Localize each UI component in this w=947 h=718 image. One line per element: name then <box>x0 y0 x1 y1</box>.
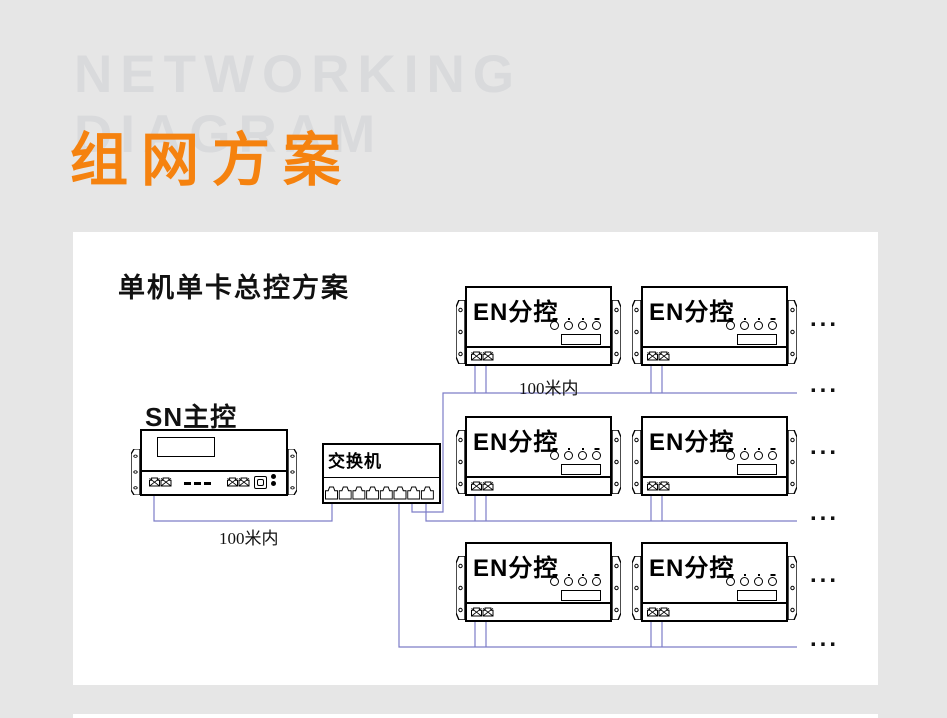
led-indicators-icon <box>726 321 777 330</box>
en-port-strip <box>465 602 612 622</box>
rj45-ports-icon <box>471 351 494 361</box>
next-panel-edge <box>73 714 878 718</box>
mounting-bracket-icon <box>456 300 465 364</box>
rj45-ports-icon <box>471 607 494 617</box>
en-port-strip <box>641 346 788 366</box>
display-window <box>561 464 601 475</box>
en-body: EN分控 <box>641 286 788 350</box>
switch-ports-icon <box>325 486 434 500</box>
mounting-bracket-icon <box>456 430 465 494</box>
en-body: EN分控 <box>465 542 612 606</box>
switch-label: 交换机 <box>328 452 382 471</box>
en-controller-r3c1: EN分控 <box>465 542 612 622</box>
diagram-panel: 单机单卡总控方案 SN主控 <box>73 232 878 685</box>
diagram-heading: 单机单卡总控方案 <box>118 273 350 303</box>
en-body: EN分控 <box>465 416 612 480</box>
ellipsis-row2-wire: ... <box>810 499 840 526</box>
wire-row2-drops <box>474 496 663 521</box>
distance-label-master: 100米内 <box>219 529 279 548</box>
led-indicators-icon <box>550 321 601 330</box>
ellipsis-row1-wire: ... <box>810 371 840 398</box>
master-body <box>140 429 288 474</box>
watermark-line1: NETWORKING <box>74 45 523 104</box>
mounting-bracket-icon <box>131 449 140 495</box>
display-window <box>737 464 777 475</box>
en-port-strip <box>465 346 612 366</box>
led-indicators-icon <box>550 577 601 586</box>
rj45-ports-icon <box>227 477 250 487</box>
mounting-bracket-icon <box>632 300 641 364</box>
rj45-ports-icon <box>149 477 172 487</box>
display-window <box>737 334 777 345</box>
mounting-bracket-icon <box>632 430 641 494</box>
display-window <box>737 590 777 601</box>
ellipsis-row2-boxes: ... <box>810 433 840 460</box>
button-dots-icon <box>271 472 276 488</box>
en-port-strip <box>641 602 788 622</box>
mounting-bracket-icon <box>788 430 797 494</box>
display-window <box>157 437 215 457</box>
en-body: EN分控 <box>465 286 612 350</box>
mounting-bracket-icon <box>288 449 297 495</box>
en-controller-r2c1: EN分控 <box>465 416 612 496</box>
wire-switch-to-row2 <box>425 500 797 522</box>
en-body: EN分控 <box>641 416 788 480</box>
network-switch: 交换机 <box>322 443 441 504</box>
master-controller <box>140 429 288 496</box>
en-controller-r1c2: EN分控 <box>641 286 788 366</box>
en-label: EN分控 <box>649 429 735 456</box>
mounting-bracket-icon <box>788 556 797 620</box>
ellipsis-row3-wire: ... <box>810 625 840 652</box>
led-indicators-icon <box>726 577 777 586</box>
display-window <box>561 590 601 601</box>
led-indicators-icon <box>726 451 777 460</box>
en-label: EN分控 <box>473 555 559 582</box>
distance-label-en: 100米内 <box>519 379 579 398</box>
en-label: EN分控 <box>473 299 559 326</box>
en-label: EN分控 <box>473 429 559 456</box>
en-controller-r1c1: EN分控 <box>465 286 612 366</box>
wire-row3-drops <box>474 622 663 647</box>
master-label: SN主控 <box>145 402 238 432</box>
ellipsis-row3-boxes: ... <box>810 561 840 588</box>
rj45-ports-icon <box>471 481 494 491</box>
watermark-text: NETWORKING DIAGRAM <box>74 45 522 165</box>
led-indicators-icon <box>550 451 601 460</box>
en-label: EN分控 <box>649 299 735 326</box>
en-port-strip <box>641 476 788 496</box>
rj45-ports-icon <box>647 481 670 491</box>
mounting-bracket-icon <box>788 300 797 364</box>
wire-master-to-switch <box>153 496 333 522</box>
en-body: EN分控 <box>641 542 788 606</box>
dip-switch-icon <box>184 482 212 485</box>
watermark-line2: DIAGRAM <box>74 105 384 164</box>
mounting-bracket-icon <box>456 556 465 620</box>
mounting-bracket-icon <box>612 556 621 620</box>
mounting-bracket-icon <box>612 430 621 494</box>
en-controller-r2c2: EN分控 <box>641 416 788 496</box>
page-title: 组网方案 <box>70 128 355 193</box>
master-port-strip <box>140 470 288 496</box>
display-window <box>561 334 601 345</box>
divider <box>324 477 439 478</box>
en-port-strip <box>465 476 612 496</box>
rj45-ports-icon <box>647 607 670 617</box>
ellipsis-row1-boxes: ... <box>810 305 840 332</box>
mounting-bracket-icon <box>612 300 621 364</box>
rj45-ports-icon <box>647 351 670 361</box>
en-controller-r3c2: EN分控 <box>641 542 788 622</box>
mounting-bracket-icon <box>632 556 641 620</box>
en-label: EN分控 <box>649 555 735 582</box>
ethernet-port-icon <box>254 476 267 489</box>
